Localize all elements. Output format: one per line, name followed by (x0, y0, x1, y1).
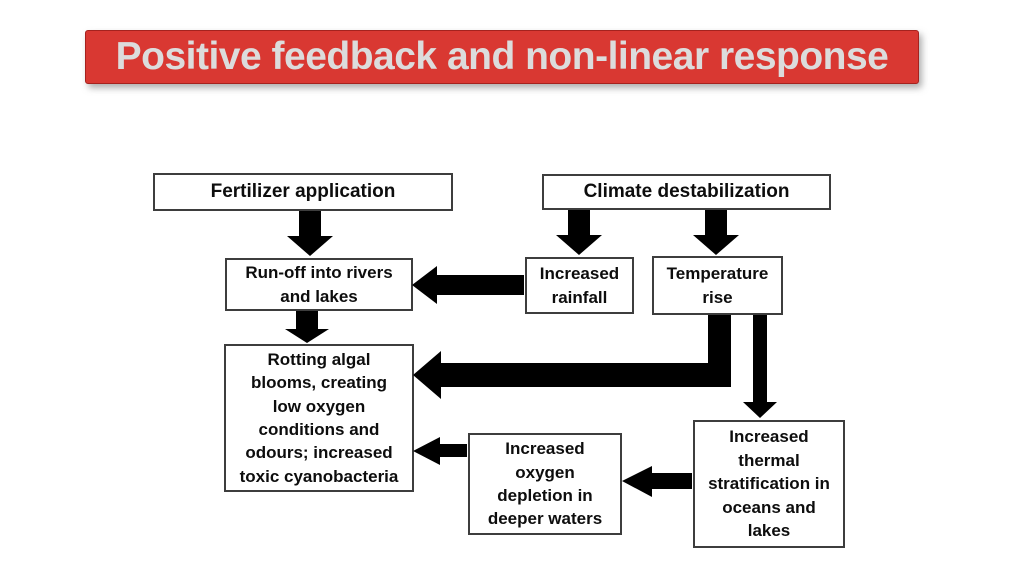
node-increased-rainfall: Increased rainfall (525, 257, 634, 314)
arrow-oxygen-to-rotting (413, 437, 467, 465)
node-label: Run-off into rivers and lakes (245, 263, 393, 306)
node-label: Increased rainfall (539, 264, 620, 307)
node-thermal-stratification: Increased thermal stratification in ocea… (693, 420, 845, 548)
node-climate-destabilization: Climate destabilization (542, 174, 831, 210)
node-oxygen-depletion: Increased oxygen depletion in deeper wat… (468, 433, 622, 535)
arrow-temperature-to-thermal (743, 315, 777, 418)
node-label: Rotting algal blooms, creating low oxyge… (239, 349, 399, 486)
node-label: Temperature rise (666, 264, 769, 307)
arrow-temperature-to-rotting (413, 315, 731, 399)
node-temperature-rise: Temperature rise (652, 256, 783, 315)
node-fertilizer-application: Fertilizer application (153, 173, 453, 211)
arrow-climate-to-temperature (693, 210, 739, 255)
node-label: Increased oxygen depletion in deeper wat… (487, 439, 603, 529)
arrow-fertilizer-to-runoff (287, 211, 333, 256)
node-label: Increased thermal stratification in ocea… (708, 427, 830, 541)
arrow-rainfall-to-runoff (412, 266, 524, 304)
arrow-thermal-to-oxygen (622, 466, 692, 497)
title-banner: Positive feedback and non-linear respons… (85, 30, 919, 84)
arrow-runoff-to-rotting (285, 311, 329, 343)
node-runoff-rivers-lakes: Run-off into rivers and lakes (225, 258, 413, 311)
node-label: Fertilizer application (210, 180, 396, 202)
node-label: Climate destabilization (583, 180, 790, 202)
page-title: Positive feedback and non-linear respons… (115, 35, 889, 78)
node-rotting-algal-blooms: Rotting algal blooms, creating low oxyge… (224, 344, 414, 492)
arrow-climate-to-rainfall (556, 210, 602, 255)
